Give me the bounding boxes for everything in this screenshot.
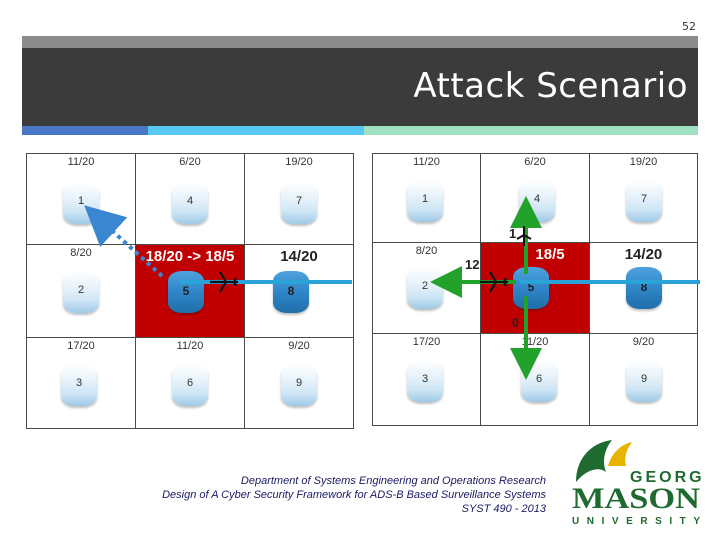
- left-cell-3: 17/20 3: [26, 337, 136, 429]
- top-strip: [22, 36, 698, 48]
- cell-probability: 17/20: [412, 336, 441, 348]
- logo-word-george: GEORGE: [630, 469, 704, 486]
- probe-label-left: 12: [465, 257, 480, 272]
- node-number: 8: [640, 280, 648, 294]
- probe-label-up: 1: [509, 226, 517, 241]
- radar-station-icon: 7: [626, 180, 662, 222]
- spoofed-report-arrow: [84, 205, 164, 278]
- cell-probability: 11/20: [176, 340, 204, 352]
- cell-probability: 14/20: [624, 246, 663, 263]
- cell-probability: 19/20: [285, 156, 313, 168]
- cell-probability: 9/20: [288, 340, 310, 352]
- left-cell-8: 14/20 8: [244, 244, 354, 338]
- footer-department: Department of Systems Engineering and Op…: [240, 475, 546, 487]
- radar-station-icon: 5: [168, 271, 204, 313]
- right-cell-3: 17/20 3: [372, 333, 481, 426]
- aircraft-icon: [480, 271, 508, 293]
- left-grid: 11/20 1 6/20 4 19/20 7 8/20 2 18/20 -> 1…: [26, 153, 354, 429]
- right-cell-9: 9/20 9: [589, 333, 698, 426]
- cell-probability: 8/20: [70, 247, 92, 259]
- accent-stripe-blue: [22, 126, 148, 135]
- accent-stripe-mint: [364, 126, 698, 135]
- radar-station-icon: 9: [626, 360, 662, 402]
- probe-label-down: 0: [512, 316, 519, 330]
- radar-station-icon: 5: [513, 267, 549, 309]
- node-number: 6: [186, 377, 194, 389]
- node-number: 2: [77, 284, 85, 296]
- node-number: 3: [75, 377, 83, 389]
- radar-station-icon: 6: [172, 364, 208, 406]
- node-number: 5: [527, 280, 535, 294]
- cell-probability: 11/20: [413, 156, 440, 168]
- footer-project-title: Design of A Cyber Security Framework for…: [162, 489, 546, 501]
- radar-station-icon: 3: [61, 364, 97, 406]
- node-number: 9: [640, 373, 648, 385]
- cell-probability: 17/20: [67, 340, 95, 352]
- slide-title: Attack Scenario: [413, 66, 688, 106]
- right-cell-5-attacked: 18/5 5: [480, 242, 590, 334]
- cell-probability: 6/20: [179, 156, 201, 168]
- node-number: 7: [640, 193, 648, 205]
- footer-course: SYST 490 - 2013: [461, 503, 546, 515]
- cell-probability: 14/20: [280, 248, 318, 265]
- cell-probability-change: 18/20 -> 18/5: [145, 248, 235, 265]
- cell-probability: 8/20: [415, 245, 438, 257]
- aircraft-icon: [210, 271, 238, 293]
- radar-station-icon: 9: [281, 364, 317, 406]
- slide-number: 52: [682, 20, 696, 33]
- radar-station-icon: 4: [172, 182, 208, 224]
- radar-station-icon: 2: [63, 271, 99, 313]
- cell-probability: 11/20: [67, 156, 95, 168]
- node-number: 7: [295, 195, 303, 207]
- cell-probability: 9/20: [632, 336, 655, 348]
- node-number: 5: [182, 284, 190, 298]
- cell-probability: 6/20: [524, 156, 546, 168]
- cell-probability: 19/20: [629, 156, 658, 168]
- logo-word-university: UNIVERSITY: [572, 516, 700, 527]
- george-mason-logo: GEORGE MASON UNIVERSITY: [572, 440, 704, 527]
- cell-probability: 11/20: [521, 336, 549, 348]
- node-number: 1: [421, 193, 429, 205]
- node-number: 3: [421, 373, 429, 385]
- radar-station-icon: 8: [273, 271, 309, 313]
- cell-probability-change: 18/5: [535, 246, 565, 263]
- node-number: 2: [421, 280, 429, 292]
- title-bar: Attack Scenario: [22, 48, 698, 126]
- accent-stripe-cyan: [148, 126, 364, 135]
- node-number: 8: [287, 284, 295, 298]
- left-cell-9: 9/20 9: [244, 337, 354, 429]
- logo-word-mason: MASON: [572, 482, 700, 515]
- node-number: 1: [77, 195, 85, 207]
- radar-station-icon: 3: [407, 360, 443, 402]
- radar-station-icon: 7: [281, 182, 317, 224]
- node-number: 4: [186, 195, 194, 207]
- footer: Department of Systems Engineering and Op…: [162, 474, 546, 516]
- node-number: 9: [295, 377, 303, 389]
- aircraft-icon: [516, 226, 532, 246]
- radar-station-icon: 1: [407, 180, 443, 222]
- radar-station-icon: 8: [626, 267, 662, 309]
- left-cell-5-attacked: 18/20 -> 18/5 5: [135, 244, 245, 338]
